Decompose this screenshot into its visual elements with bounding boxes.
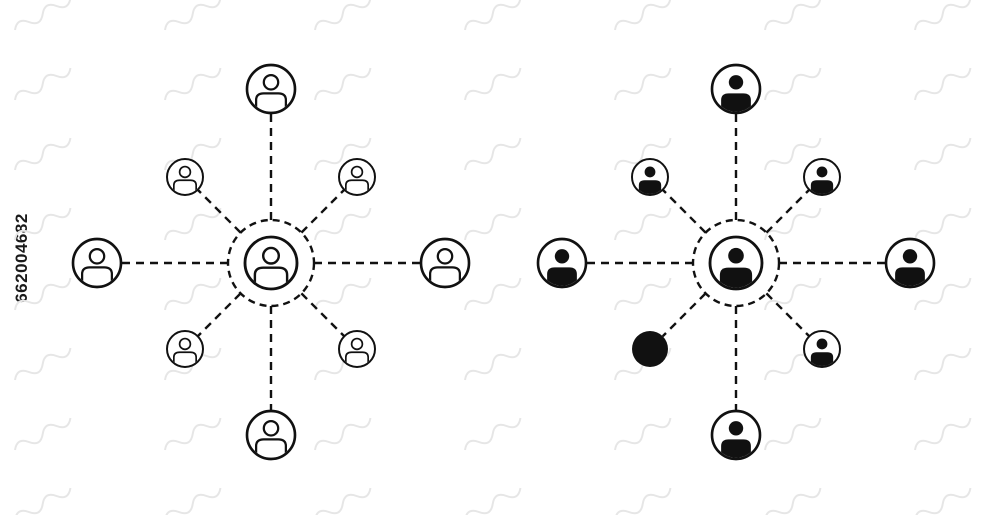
watermark-mark (14, 417, 72, 451)
watermark-mark (914, 207, 972, 241)
user-icon (338, 330, 376, 368)
watermark-mark (464, 347, 522, 381)
watermark-mark (614, 277, 672, 311)
watermark-mark (314, 207, 372, 241)
watermark-mark (314, 277, 372, 311)
watermark-mark (764, 137, 822, 171)
watermark-mark (464, 207, 522, 241)
connector-line (661, 292, 707, 338)
hub-user-icon (708, 235, 764, 291)
watermark-mark (764, 277, 822, 311)
watermark-mark (314, 67, 372, 101)
watermark-mark (914, 277, 972, 311)
watermark-mark (14, 207, 72, 241)
watermark-mark (164, 277, 222, 311)
watermark-mark (14, 67, 72, 101)
watermark-mark (314, 487, 372, 515)
watermark-mark (614, 207, 672, 241)
connector-line (661, 188, 707, 234)
user-icon (631, 158, 669, 196)
user-icon (803, 158, 841, 196)
watermark-mark (614, 487, 672, 515)
user-icon (245, 409, 297, 461)
user-network-filled-icon (536, 63, 936, 461)
watermark-mark (314, 417, 372, 451)
watermark-mark (14, 277, 72, 311)
user-icon (338, 158, 376, 196)
connector-line (196, 188, 242, 234)
connector-line (765, 188, 811, 234)
user-icon (71, 237, 123, 289)
watermark-mark (464, 137, 522, 171)
watermark-mark (164, 67, 222, 101)
user-icon (884, 237, 936, 289)
user-icon (245, 63, 297, 115)
user-icon (710, 409, 762, 461)
watermark-mark (764, 417, 822, 451)
watermark-mark (464, 487, 522, 515)
watermark-mark (164, 137, 222, 171)
watermark-mark (614, 137, 672, 171)
connector-line (300, 188, 346, 234)
watermark-mark (14, 487, 72, 515)
connector-line (196, 292, 242, 338)
user-icon (803, 330, 841, 368)
watermark-mark (164, 487, 222, 515)
hub-user-icon (243, 235, 299, 291)
watermark-mark (764, 487, 822, 515)
watermark-mark (914, 137, 972, 171)
watermark-mark (914, 0, 972, 31)
user-icon (166, 158, 204, 196)
watermark-mark (614, 417, 672, 451)
watermark-pattern (14, 0, 972, 515)
user-icon (710, 63, 762, 115)
watermark-mark (914, 487, 972, 515)
connector-line (765, 292, 811, 338)
watermark-mark (14, 347, 72, 381)
watermark-mark (314, 137, 372, 171)
watermark-mark (314, 0, 372, 31)
watermark-mark (914, 67, 972, 101)
connector-line (300, 292, 346, 338)
watermark-mark (14, 137, 72, 171)
watermark-mark (764, 0, 822, 31)
watermark-mark (764, 207, 822, 241)
watermark-mark (14, 0, 72, 31)
hub-dashed-ring (691, 218, 781, 308)
user-icon (419, 237, 471, 289)
user-icon (166, 330, 204, 368)
hub-dashed-ring (226, 218, 316, 308)
watermark-mark (164, 207, 222, 241)
watermark-mark (914, 347, 972, 381)
watermark-mark (764, 67, 822, 101)
filled-dot-icon (632, 331, 668, 367)
watermark-mark (464, 277, 522, 311)
watermark-mark (614, 0, 672, 31)
watermark-mark (914, 417, 972, 451)
watermark-mark (464, 67, 522, 101)
watermark-mark (464, 417, 522, 451)
user-network-outline-icon (71, 63, 471, 461)
watermark-mark (164, 417, 222, 451)
watermark-mark (614, 67, 672, 101)
watermark-mark (164, 0, 222, 31)
watermark-mark (464, 0, 522, 31)
user-icon (536, 237, 588, 289)
